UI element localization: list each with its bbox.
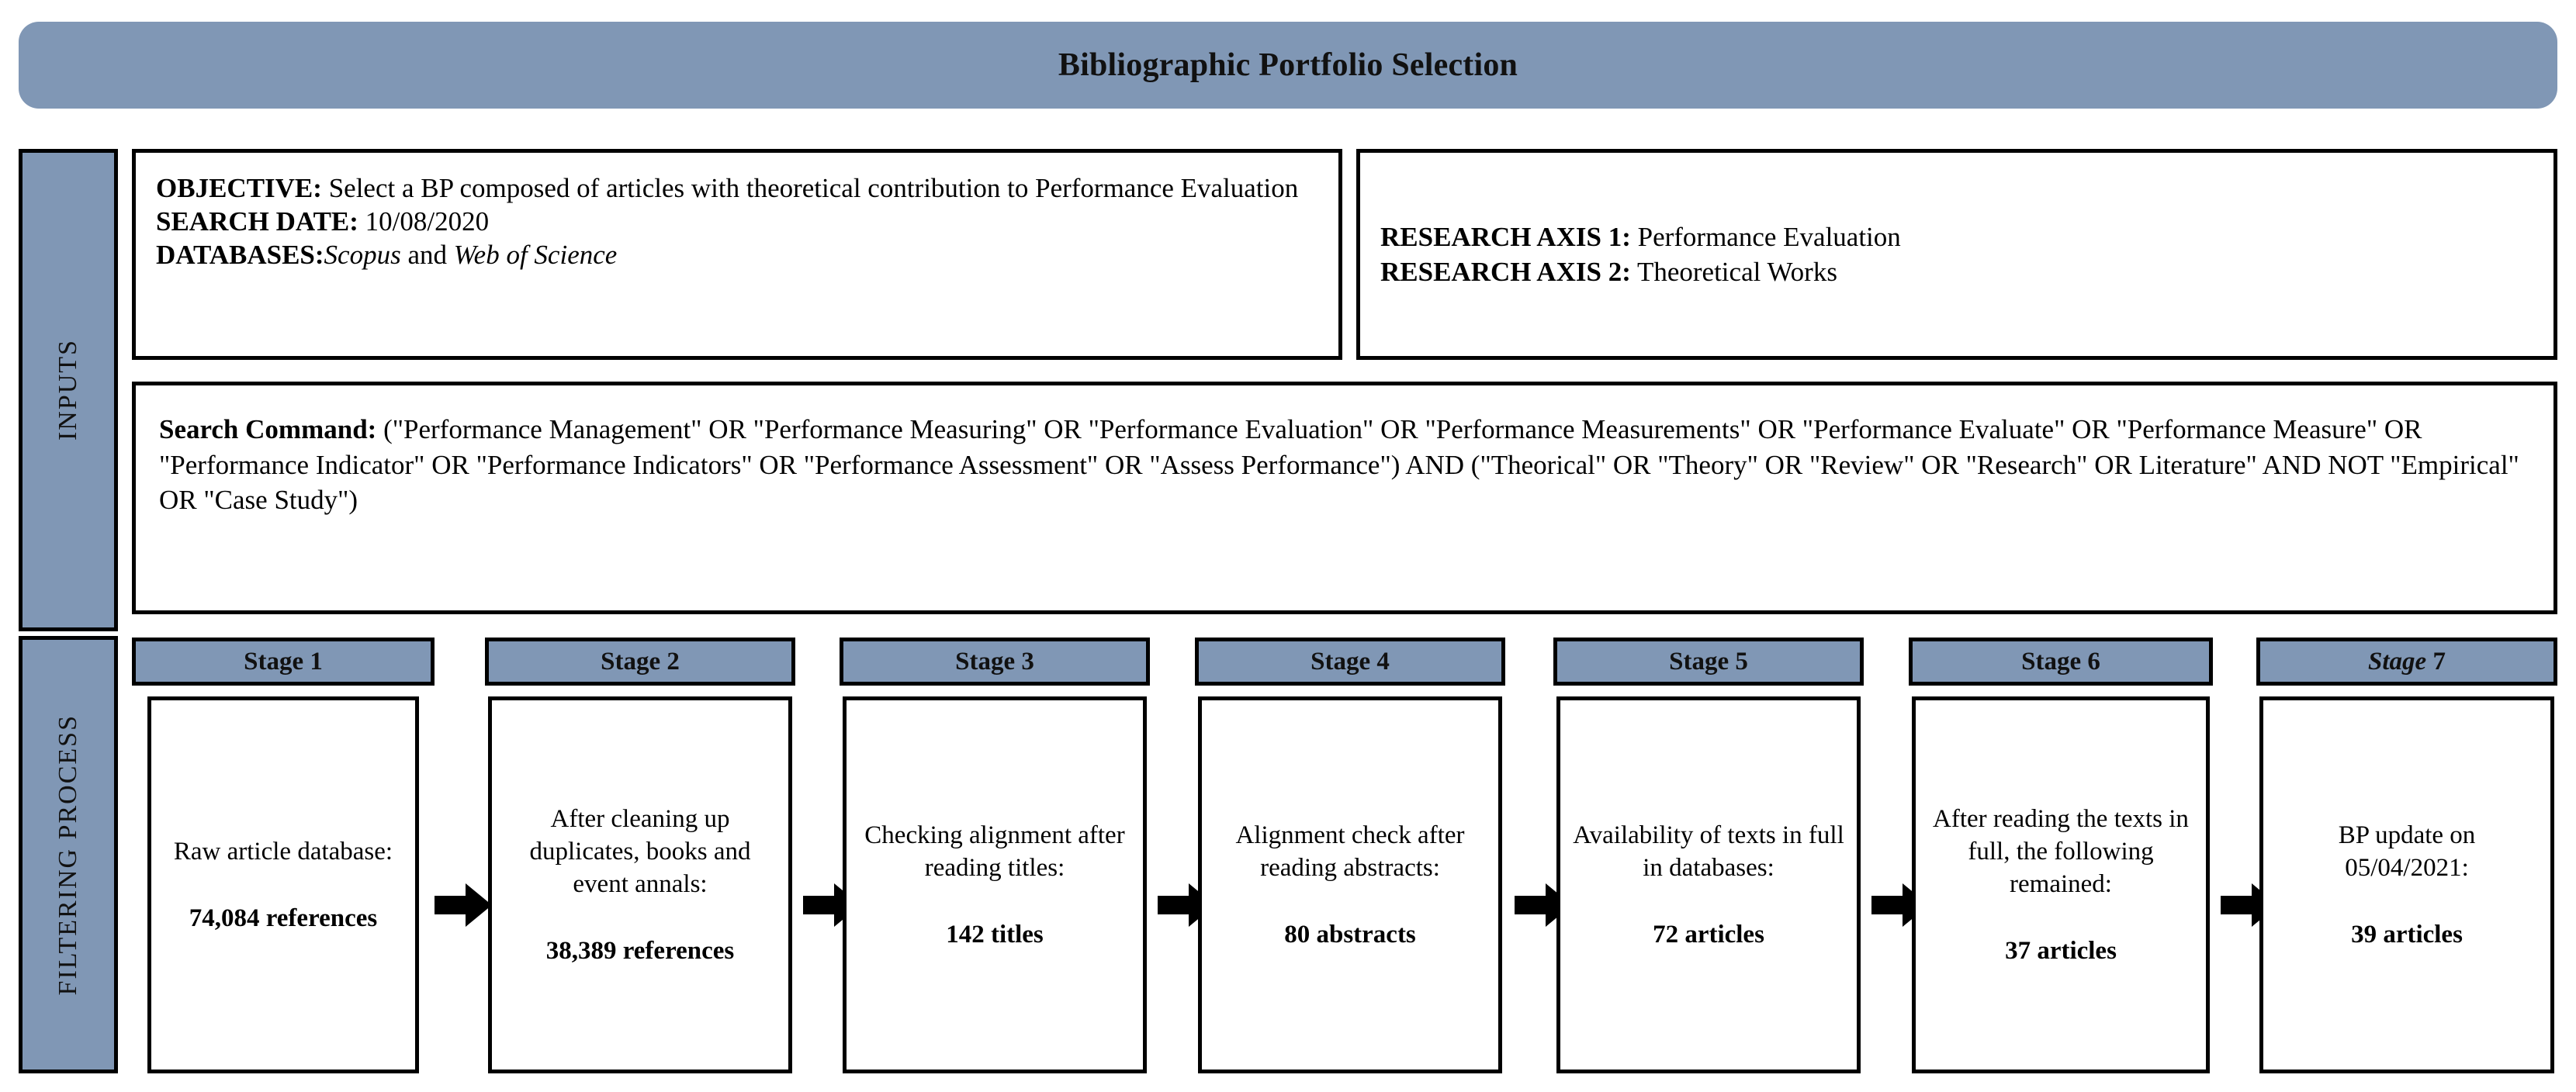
databases-line: DATABASES:Scopus and Web of Science: [156, 238, 1318, 271]
research-axis-1-label: RESEARCH AXIS 1:: [1380, 221, 1631, 252]
stage-4-count: 80 abstracts: [1284, 921, 1416, 949]
research-axis-1-line: RESEARCH AXIS 1: Performance Evaluation: [1380, 219, 2533, 255]
right-arrow-icon: [435, 882, 492, 928]
stage-3: Stage 3 Checking alignment after reading…: [840, 638, 1150, 1073]
page-title: Bibliographic Portfolio Selection: [1058, 47, 1518, 83]
stage-2-count: 38,389 references: [545, 937, 735, 966]
stage-3-description: Checking alignment after reading titles:: [864, 821, 1125, 882]
stage-5-header: Stage 5: [1553, 638, 1864, 686]
search-command-label: Search Command:: [159, 414, 377, 444]
stage-5-description: Availability of texts in full in databas…: [1573, 821, 1844, 882]
stage-7-header-label: Stage 7: [2368, 648, 2446, 676]
stage-7-header-prefix: Stage: [2368, 647, 2427, 676]
stage-2-header-label: Stage 2: [601, 647, 680, 676]
databases-conjunction: and: [400, 240, 454, 271]
filtering-process-pipeline: Stage 1 Raw article database: 74,084 ref…: [132, 638, 2557, 1073]
research-axes-box: RESEARCH AXIS 1: Performance Evaluation …: [1356, 149, 2557, 360]
stage-5: Stage 5 Availability of texts in full in…: [1553, 638, 1864, 1073]
search-date-line: SEARCH DATE: 10/08/2020: [156, 205, 1318, 238]
stage-4-header: Stage 4: [1195, 638, 1505, 686]
stage-6-body: After reading the texts in full, the fol…: [1912, 696, 2210, 1073]
search-command-box: Search Command: ("Performance Management…: [132, 382, 2557, 614]
section-band-filtering-process-label: FILTERING PROCESS: [54, 714, 82, 996]
stage-7-count: 39 articles: [2351, 921, 2463, 949]
research-axis-2-value: Theoretical Works: [1630, 257, 1837, 287]
section-band-inputs-label: INPUTS: [54, 339, 82, 441]
stage-3-count: 142 titles: [946, 921, 1044, 949]
research-axis-2-label: RESEARCH AXIS 2:: [1380, 257, 1631, 287]
search-command-value: ("Performance Management" OR "Performanc…: [159, 414, 2519, 515]
stage-4-description: Alignment check after reading abstracts:: [1235, 821, 1465, 882]
stage-4: Stage 4 Alignment check after reading ab…: [1195, 638, 1505, 1073]
stage-7-header-number: 7: [2426, 647, 2446, 676]
database-name-web-of-science: Web of Science: [453, 240, 618, 271]
stage-1: Stage 1 Raw article database: 74,084 ref…: [132, 638, 435, 1073]
research-axis-2-line: RESEARCH AXIS 2: Theoretical Works: [1380, 254, 2533, 290]
stage-6-description: After reading the texts in full, the fol…: [1933, 804, 2189, 898]
stage-3-header: Stage 3: [840, 638, 1150, 686]
database-name-scopus: Scopus: [324, 240, 401, 271]
stage-1-description: Raw article database:: [173, 837, 393, 866]
stage-1-header-label: Stage 1: [244, 647, 323, 676]
stage-7-header: Stage 7: [2256, 638, 2557, 686]
stage-4-header-label: Stage 4: [1311, 647, 1390, 676]
stage-7-description: BP update on 05/04/2021:: [2338, 821, 2476, 882]
stage-6-header: Stage 6: [1909, 638, 2213, 686]
stage-2-body: After cleaning up duplicates, books and …: [488, 696, 792, 1073]
objective-label: OBJECTIVE:: [156, 173, 322, 203]
stage-7: Stage 7 BP update on 05/04/2021: 39 arti…: [2256, 638, 2557, 1073]
search-command-line: Search Command: ("Performance Management…: [159, 412, 2530, 518]
section-band-inputs: INPUTS: [19, 149, 118, 631]
stage-4-body: Alignment check after reading abstracts:…: [1198, 696, 1502, 1073]
objective-line: OBJECTIVE: Select a BP composed of artic…: [156, 171, 1318, 205]
search-date-value: 10/08/2020: [358, 206, 490, 237]
stage-6-header-label: Stage 6: [2021, 647, 2100, 676]
objective-value: Select a BP composed of articles with th…: [321, 173, 1299, 203]
objective-box: OBJECTIVE: Select a BP composed of artic…: [132, 149, 1342, 360]
stage-2-header: Stage 2: [485, 638, 795, 686]
stage-7-body: BP update on 05/04/2021: 39 articles: [2259, 696, 2554, 1073]
stage-3-body: Checking alignment after reading titles:…: [843, 696, 1147, 1073]
databases-label: DATABASES:: [156, 240, 324, 271]
stage-1-count: 74,084 references: [189, 904, 378, 932]
search-date-label: SEARCH DATE:: [156, 206, 358, 237]
stage-5-count: 72 articles: [1653, 921, 1764, 949]
stage-6: Stage 6 After reading the texts in full,…: [1909, 638, 2213, 1073]
stage-5-body: Availability of texts in full in databas…: [1556, 696, 1861, 1073]
section-band-filtering-process: FILTERING PROCESS: [19, 636, 118, 1073]
stage-6-count: 37 articles: [2005, 937, 2117, 966]
research-axis-1-value: Performance Evaluation: [1630, 221, 1901, 252]
stage-1-header: Stage 1: [132, 638, 435, 686]
stage-2-description: After cleaning up duplicates, books and …: [529, 804, 751, 898]
stage-3-header-label: Stage 3: [955, 647, 1034, 676]
stage-2: Stage 2 After cleaning up duplicates, bo…: [485, 638, 795, 1073]
stage-1-body: Raw article database: 74,084 references: [147, 696, 419, 1073]
stage-5-header-label: Stage 5: [1669, 647, 1748, 676]
figure-title-banner: Bibliographic Portfolio Selection: [19, 22, 2557, 109]
